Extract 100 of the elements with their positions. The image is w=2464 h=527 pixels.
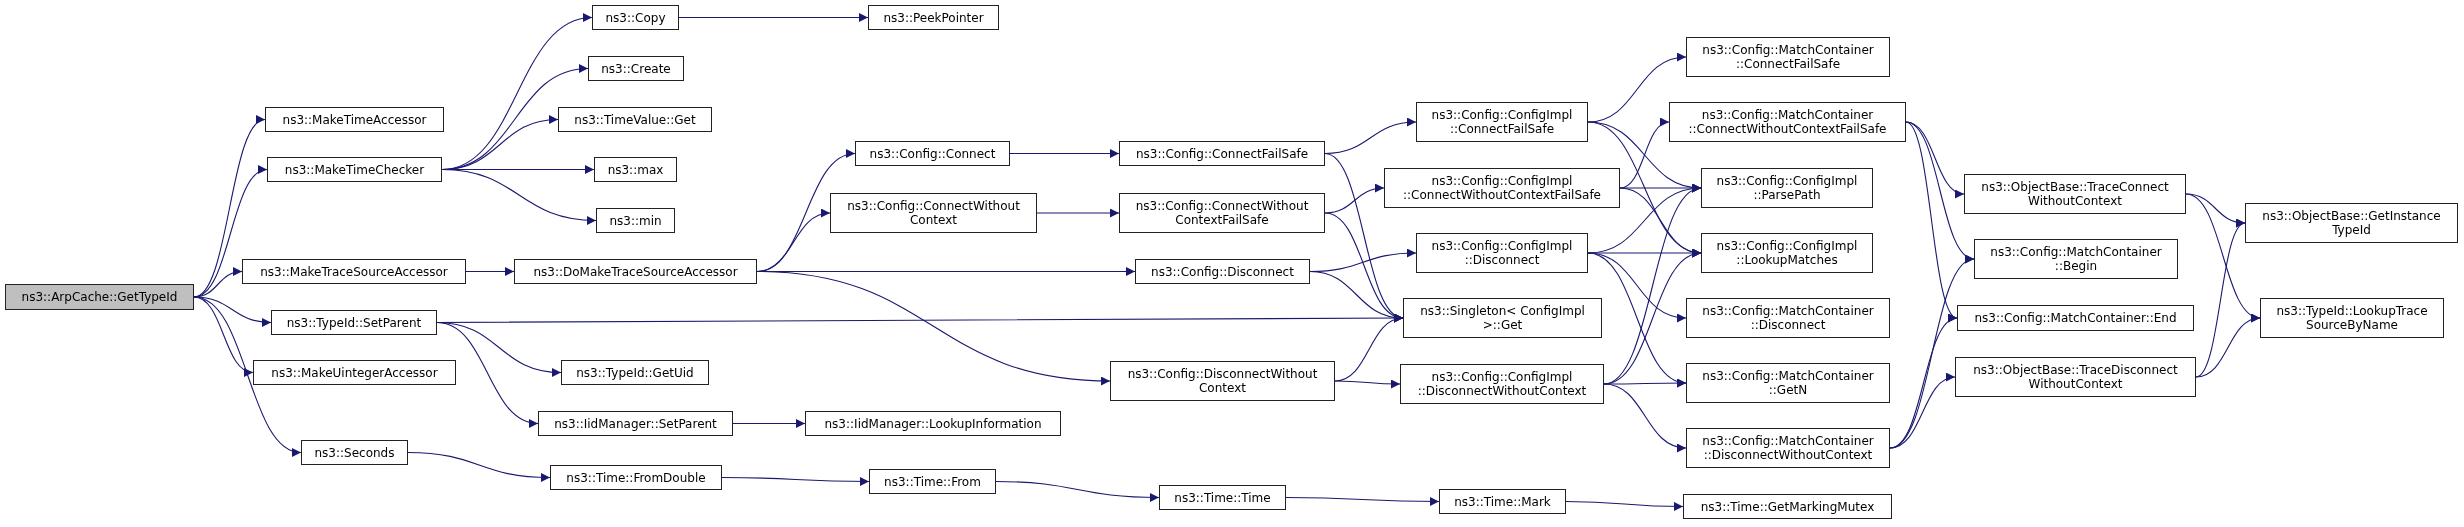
function-box bbox=[514, 259, 757, 284]
function-name: ns3::Config::ConfigImpl ::ParsePath bbox=[1715, 174, 1859, 202]
function-name: ns3::IidManager::LookupInformation bbox=[824, 416, 1042, 431]
function-box bbox=[1416, 102, 1588, 142]
arrow bbox=[465, 267, 515, 276]
function-name: ns3::DoMakeTraceSourceAccessor bbox=[533, 264, 738, 279]
arrow bbox=[436, 321, 539, 427]
function-name: ns3::Singleton< ConfigImpl >::Get bbox=[1419, 304, 1586, 332]
function-name: ns3::ObjectBase::GetInstance TypeId bbox=[2261, 209, 2442, 237]
function-name: ns3::MakeTimeChecker bbox=[284, 162, 425, 177]
arrow bbox=[1036, 208, 1120, 218]
function-box bbox=[1416, 233, 1588, 273]
function-name: ns3::PeekPointer bbox=[883, 10, 984, 25]
arrow bbox=[1334, 379, 1401, 389]
function-name: ns3::Config::MatchContainer ::GetN bbox=[1701, 369, 1875, 397]
function-box bbox=[830, 193, 1037, 233]
function-box bbox=[561, 360, 709, 385]
function-name: ns3::Time::Mark bbox=[1454, 494, 1551, 509]
function-name: ns3::Config::ConfigImpl ::DisconnectWithoutContext bbox=[1416, 370, 1588, 398]
function-name: ns3::Config::ConnectWithout Context bbox=[846, 199, 1021, 227]
function-box bbox=[588, 56, 684, 81]
function-name: ns3::IidManager::SetParent bbox=[554, 416, 717, 431]
arrow bbox=[1324, 184, 1385, 214]
function-box bbox=[1686, 363, 1890, 403]
function-name: ns3::Config::MatchContainer ::ConnectWithoutContextFailSafe bbox=[1687, 108, 1888, 136]
function-name: ns3::Time::From bbox=[884, 474, 981, 489]
function-box bbox=[1669, 102, 1906, 142]
arrow bbox=[441, 168, 597, 225]
function-name: ns3::Time::GetMarkingMutex bbox=[1700, 499, 1875, 514]
function-name: ns3::Config::ConfigImpl ::ConnectFailSafe bbox=[1430, 108, 1574, 136]
function-box bbox=[1439, 489, 1566, 514]
function-box bbox=[592, 5, 679, 30]
function-name: ns3::MakeTimeAccessor bbox=[282, 112, 427, 127]
function-box bbox=[1400, 364, 1604, 404]
function-box bbox=[265, 107, 444, 132]
function-box bbox=[1701, 168, 1873, 208]
function-box bbox=[558, 107, 712, 132]
function-box bbox=[2260, 298, 2444, 338]
function-name: ns3::ObjectBase::TraceDisconnect WithoutContext bbox=[1972, 363, 2179, 391]
function-box bbox=[1384, 168, 1620, 208]
function-name: ns3::Config::MatchContainer ::ConnectFailSafe bbox=[1701, 43, 1875, 71]
arrow bbox=[1603, 378, 1687, 388]
arrow bbox=[407, 451, 551, 482]
function-name: ns3::Config::MatchContainer::End bbox=[1974, 311, 2177, 325]
function-box bbox=[1135, 259, 1310, 284]
function-name: ns3::Config::ConfigImpl ::LookupMatches bbox=[1715, 239, 1859, 267]
function-name: ns3::TypeId::LookupTrace SourceByName bbox=[2275, 304, 2429, 332]
function-name: ns3::MakeTraceSourceAccessor bbox=[260, 264, 448, 279]
function-box bbox=[253, 360, 456, 385]
arrow bbox=[1565, 500, 1684, 511]
function-box bbox=[1957, 305, 2194, 331]
function-box bbox=[2245, 203, 2458, 243]
function-box bbox=[538, 411, 733, 436]
function-name: ns3::Config::ConnectFailSafe bbox=[1135, 146, 1309, 161]
function-name: ns3::Config::MatchContainer ::DisconnectWithoutContext bbox=[1701, 434, 1875, 462]
function-name: ns3::Config::ConnectWithout ContextFailSafe bbox=[1134, 199, 1310, 227]
arrow bbox=[1905, 121, 1975, 261]
function-name: ns3::min bbox=[609, 213, 662, 228]
function-box bbox=[1119, 193, 1325, 233]
function-box bbox=[868, 5, 999, 30]
function-box bbox=[301, 440, 408, 465]
arrow bbox=[1009, 149, 1120, 158]
function-box bbox=[1686, 428, 1890, 468]
arrow bbox=[2195, 314, 2261, 378]
function-box bbox=[1686, 37, 1890, 77]
arrow bbox=[721, 476, 870, 486]
current-function-box bbox=[5, 284, 194, 310]
function-name: ns3::Config::DisconnectWithout Context bbox=[1126, 367, 1319, 395]
function-name: ns3::Copy bbox=[605, 10, 666, 25]
function-name: ns3::Time::Time bbox=[1174, 490, 1271, 505]
arrow bbox=[732, 419, 806, 428]
arrow bbox=[1889, 374, 1956, 449]
function-box bbox=[1701, 233, 1873, 273]
function-box bbox=[1686, 298, 1890, 338]
function-name: ns3::Config::MatchContainer ::Begin bbox=[1989, 245, 2163, 273]
function-name: ns3::ArpCache::GetTypeId bbox=[21, 290, 178, 304]
arrow bbox=[1603, 383, 1687, 452]
function-name: ns3::Config::Connect bbox=[869, 146, 996, 161]
function-box bbox=[805, 411, 1061, 436]
function-name: ns3::TypeId::GetUid bbox=[576, 365, 694, 380]
function-box bbox=[1683, 494, 1892, 519]
function-name: ns3::Config::MatchContainer ::Disconnect bbox=[1701, 304, 1875, 332]
function-name: ns3::TypeId::SetParent bbox=[286, 315, 422, 330]
function-box bbox=[550, 465, 722, 490]
arrow bbox=[1285, 496, 1440, 506]
function-name: ns3::max bbox=[607, 162, 664, 177]
function-box bbox=[267, 157, 442, 182]
function-name: ns3::Config::Disconnect bbox=[1151, 264, 1294, 279]
function-box bbox=[1119, 141, 1325, 166]
function-box bbox=[1110, 361, 1335, 401]
function-name: ns3::MakeUintegerAccessor bbox=[271, 365, 438, 380]
function-box bbox=[242, 259, 466, 284]
function-box bbox=[1403, 298, 1602, 338]
arrow bbox=[1587, 53, 1687, 123]
function-box bbox=[855, 141, 1010, 166]
function-name: ns3::ObjectBase::TraceConnect WithoutContext bbox=[1980, 180, 2170, 208]
function-name: ns3::Seconds bbox=[314, 445, 395, 460]
function-box bbox=[596, 208, 675, 233]
function-box bbox=[1974, 239, 2178, 279]
function-box bbox=[869, 469, 996, 494]
